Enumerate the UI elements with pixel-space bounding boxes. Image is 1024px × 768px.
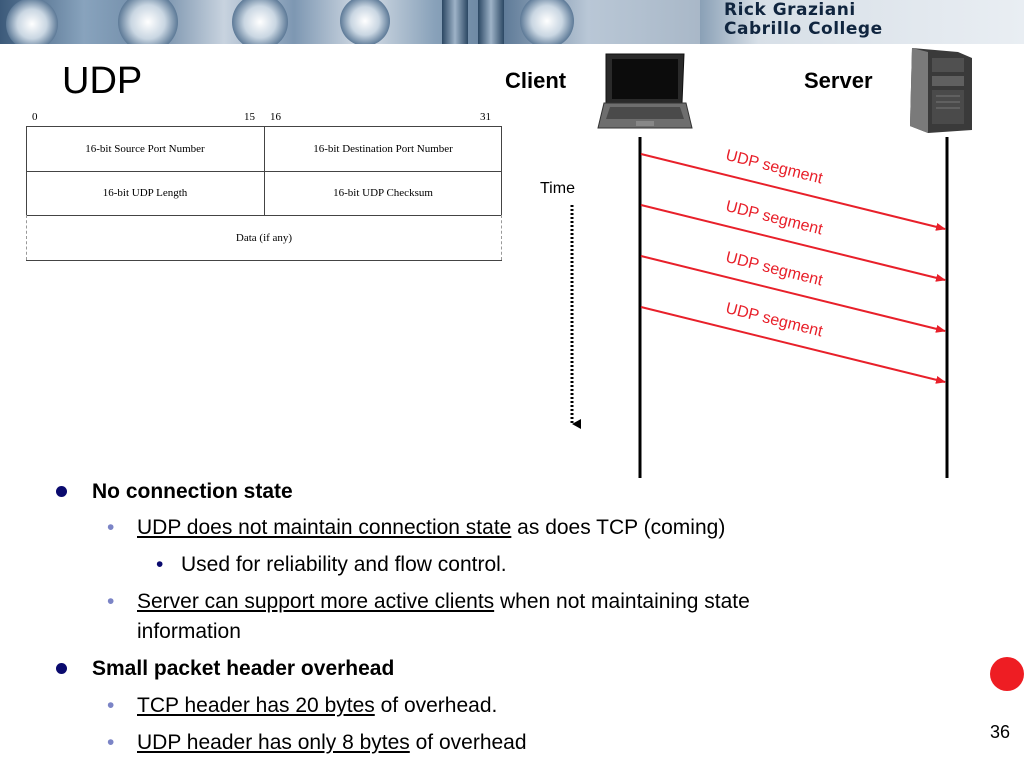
- bit-label-0: 0: [32, 111, 38, 123]
- bullet-text: Used for reliability and flow control.: [181, 553, 507, 576]
- server-tower-icon: [910, 48, 972, 133]
- banner-strip: [442, 0, 468, 44]
- bullet-dot-icon: •: [156, 553, 164, 576]
- server-label: Server: [804, 68, 873, 93]
- banner-artwork: [0, 0, 700, 44]
- bullet-underlined-text: Server can support more active clients: [137, 590, 495, 613]
- bullet-underlined-text: UDP does not maintain connection state: [137, 516, 512, 539]
- bullet-item: • UDP does not maintain connection state…: [107, 516, 726, 540]
- bit-label-15: 15: [244, 111, 255, 123]
- segment-arrow: [640, 255, 946, 333]
- udp-header-table: 16-bit Source Port Number 16-bit Destina…: [26, 126, 502, 261]
- banner-author: Rick Graziani Cabrillo College: [724, 1, 1024, 39]
- bullet-text: of overhead: [409, 731, 527, 754]
- banner-disc: [6, 0, 58, 44]
- udp-length-field: 16-bit UDP Length: [102, 187, 188, 199]
- banner-author-name: Rick Graziani: [724, 0, 856, 20]
- banner-strip: [478, 0, 504, 44]
- bullet-underlined-text: UDP header has only 8 bytes: [137, 731, 410, 754]
- bullet-underlined-text: TCP header has 20 bytes: [137, 694, 375, 717]
- bullet-text: information: [137, 620, 241, 643]
- slide-title: UDP: [62, 60, 143, 102]
- bullet-text: Small packet header overhead: [92, 657, 395, 680]
- data-field: Data (if any): [235, 231, 293, 244]
- banner-disc: [232, 0, 288, 44]
- bullet-item: • UDP header has only 8 bytes of overhea…: [107, 731, 527, 755]
- bullet-dot-icon: [56, 486, 67, 497]
- client-label: Client: [505, 68, 567, 93]
- banner-college: Cabrillo College: [724, 19, 883, 39]
- segment-arrow: [640, 306, 946, 384]
- udp-checksum-field: 16-bit UDP Checksum: [333, 187, 433, 199]
- bullet-item: Small packet header overhead: [56, 657, 395, 681]
- bit-label-31: 31: [480, 111, 491, 123]
- bullet-dot-icon: [56, 663, 67, 674]
- red-circle-marker: [990, 657, 1024, 691]
- slide-number: 36: [990, 722, 1011, 742]
- laptop-icon: [597, 53, 693, 129]
- bullet-item: • Used for reliability and flow control.: [156, 553, 507, 577]
- bullet-item-continuation: information: [137, 620, 241, 644]
- source-port-field: 16-bit Source Port Number: [85, 142, 205, 155]
- banner-disc: [520, 0, 574, 44]
- segment-arrow: [640, 153, 946, 231]
- bullet-text: of overhead.: [374, 694, 498, 717]
- bit-label-16: 16: [270, 111, 281, 123]
- bullet-item: No connection state: [56, 480, 293, 504]
- time-label: Time: [540, 180, 575, 197]
- bullet-text: when not maintaining state: [494, 590, 750, 613]
- banner-disc: [340, 0, 390, 44]
- bullet-dot-icon: •: [107, 516, 115, 539]
- banner-disc: [118, 0, 178, 44]
- bullet-dot-icon: •: [107, 694, 115, 717]
- bullet-text: No connection state: [92, 480, 293, 503]
- bullet-dot-icon: •: [107, 731, 115, 754]
- destination-port-field: 16-bit Destination Port Number: [313, 142, 453, 155]
- banner-flag: [700, 0, 1024, 44]
- segment-arrow: [640, 204, 946, 282]
- bullet-item: • TCP header has 20 bytes of overhead.: [107, 694, 498, 718]
- slide-banner: Rick Graziani Cabrillo College: [0, 0, 1024, 44]
- bullet-text: as does TCP (coming): [511, 516, 726, 539]
- bullet-item: • Server can support more active clients…: [107, 590, 750, 614]
- bullet-dot-icon: •: [107, 590, 115, 613]
